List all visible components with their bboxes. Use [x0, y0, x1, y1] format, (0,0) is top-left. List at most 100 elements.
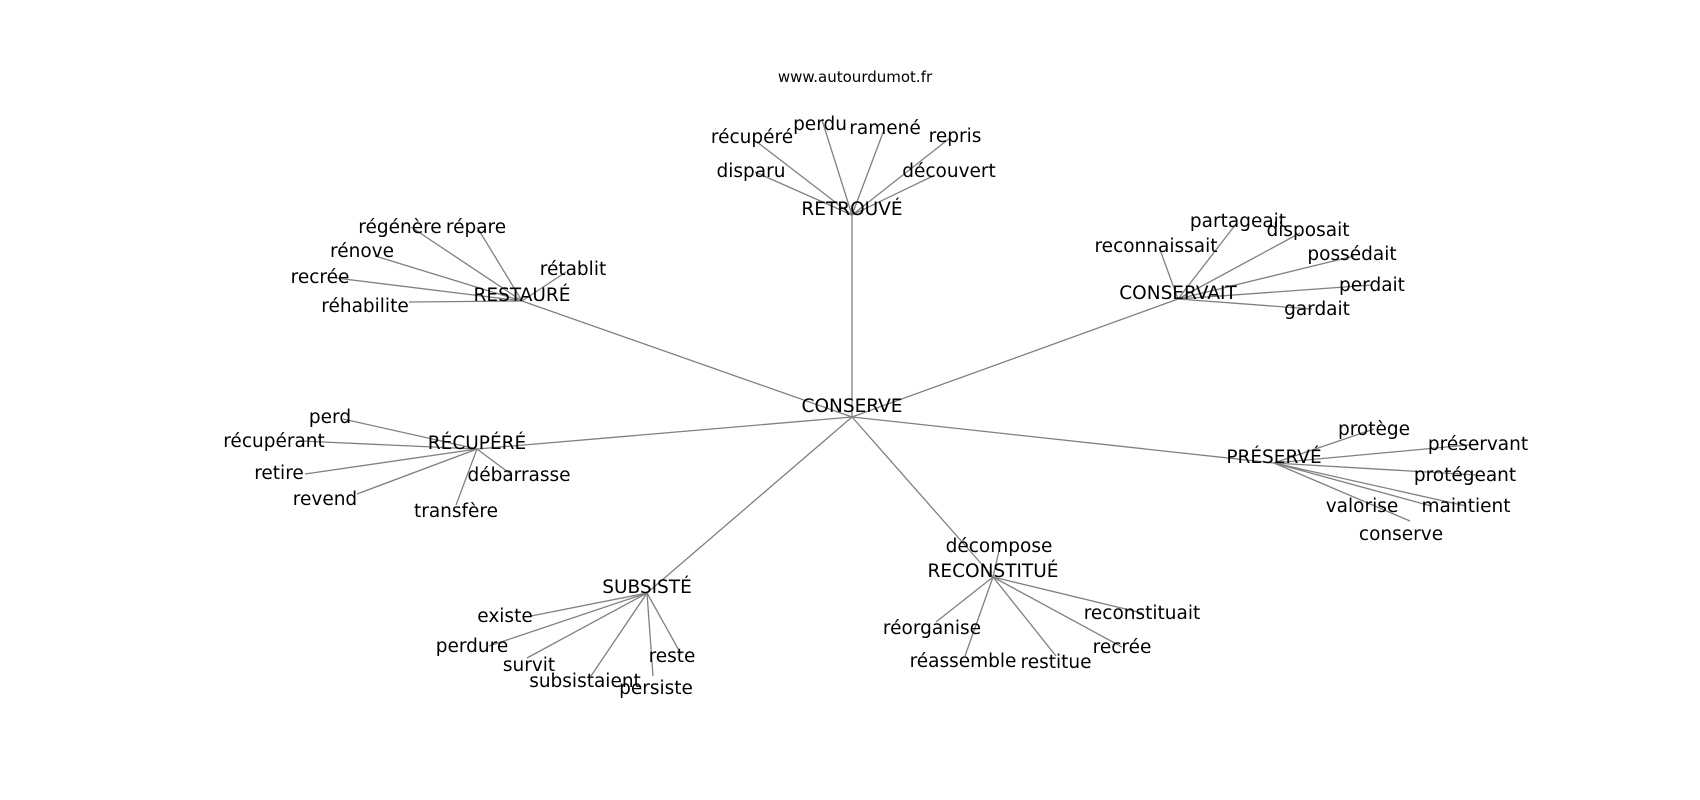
- edge-hub-to-word: [992, 576, 1143, 614]
- edge-hub-to-word: [408, 300, 523, 303]
- edge-hub-to-word: [851, 129, 885, 216]
- related-word[interactable]: existe: [477, 606, 532, 627]
- related-word[interactable]: maintient: [1422, 496, 1511, 517]
- related-word[interactable]: régénère: [358, 217, 441, 238]
- edge-hub-to-word: [1177, 298, 1313, 310]
- related-word[interactable]: perd: [309, 407, 351, 428]
- hub-word[interactable]: RÉCUPÉRÉ: [428, 432, 526, 454]
- edge-hub-to-word: [476, 226, 523, 302]
- related-word[interactable]: disparu: [717, 161, 786, 182]
- related-word[interactable]: rétablit: [540, 259, 606, 280]
- related-word[interactable]: repris: [929, 126, 982, 147]
- related-word[interactable]: perdu: [793, 114, 847, 135]
- related-word[interactable]: conserve: [1359, 524, 1443, 545]
- edge-hub-to-word: [590, 592, 648, 677]
- edge-hub-to-word: [756, 141, 853, 216]
- hub-word[interactable]: CONSERVAIT: [1119, 283, 1237, 304]
- edge-hub-to-word: [1177, 232, 1301, 300]
- related-word[interactable]: récupéré: [711, 127, 793, 148]
- related-word[interactable]: gardait: [1284, 299, 1350, 320]
- edge-hub-to-word: [992, 541, 1002, 578]
- edge-hub-to-word: [964, 576, 994, 657]
- related-word[interactable]: persiste: [619, 678, 693, 699]
- hub-word[interactable]: RECONSTITUÉ: [928, 560, 1059, 582]
- edge-hub-to-word: [1158, 246, 1179, 300]
- edge-hub-to-word: [1273, 428, 1375, 464]
- related-word[interactable]: rénove: [330, 241, 394, 262]
- related-word[interactable]: récupérant: [223, 431, 325, 452]
- edge-hub-to-word: [342, 418, 478, 450]
- related-word[interactable]: perdait: [1339, 275, 1405, 296]
- edge-hub-to-word: [1273, 462, 1478, 476]
- edge-hub-to-word: [1273, 462, 1432, 507]
- graph-edges: [300, 119, 1480, 677]
- edge-hub-to-word: [476, 448, 513, 476]
- related-word[interactable]: protège: [1338, 419, 1410, 440]
- edge-root-to-hub: [851, 416, 994, 578]
- related-word[interactable]: débarrasse: [467, 465, 570, 486]
- related-word[interactable]: perdure: [436, 636, 508, 657]
- related-word[interactable]: subsistaient: [529, 671, 641, 692]
- related-word[interactable]: recrée: [1093, 637, 1152, 658]
- hub-word[interactable]: RETROUVÉ: [801, 198, 902, 220]
- related-word[interactable]: décompose: [946, 536, 1053, 557]
- related-word[interactable]: valorise: [1326, 496, 1399, 517]
- related-word[interactable]: transfère: [414, 501, 498, 522]
- edge-hub-to-word: [530, 592, 648, 617]
- related-word[interactable]: réhabilite: [321, 296, 408, 317]
- edge-hub-to-word: [1177, 284, 1373, 300]
- related-word[interactable]: préservant: [1428, 434, 1528, 455]
- related-word[interactable]: retire: [254, 463, 304, 484]
- related-word[interactable]: répare: [446, 217, 506, 238]
- edge-root-to-hub: [851, 416, 1275, 464]
- hub-word[interactable]: RESTAURÉ: [474, 284, 571, 306]
- related-word[interactable]: partageait: [1190, 211, 1286, 232]
- edge-hub-to-word: [304, 448, 478, 475]
- edge-root-to-hub: [476, 416, 853, 450]
- edge-hub-to-word: [521, 271, 567, 302]
- hub-word[interactable]: SUBSISTÉ: [602, 576, 692, 598]
- edge-hub-to-word: [1273, 443, 1480, 464]
- edge-hub-to-word: [992, 576, 1123, 648]
- edge-hub-to-word: [754, 171, 853, 216]
- site-url: www.autourdumot.fr: [778, 68, 933, 86]
- edge-hub-to-word: [851, 174, 936, 216]
- edge-hub-to-word: [356, 448, 478, 495]
- edge-hub-to-word: [851, 137, 951, 216]
- edge-hub-to-word: [992, 576, 1057, 657]
- edge-hub-to-word: [335, 277, 523, 302]
- related-word[interactable]: revend: [293, 489, 357, 510]
- related-word[interactable]: possédait: [1307, 244, 1396, 265]
- related-word[interactable]: réassemble: [910, 651, 1017, 672]
- related-word[interactable]: découvert: [902, 161, 996, 182]
- hub-word[interactable]: PRÉSERVÉ: [1226, 446, 1321, 468]
- edge-hub-to-word: [646, 592, 654, 677]
- related-word[interactable]: recrée: [291, 267, 350, 288]
- edge-hub-to-word: [646, 592, 682, 655]
- edge-hub-to-word: [526, 592, 648, 659]
- related-word[interactable]: protégeant: [1414, 465, 1516, 486]
- edge-hub-to-word: [1273, 462, 1411, 522]
- root-word[interactable]: CONSERVE: [802, 396, 903, 417]
- related-word[interactable]: survit: [503, 655, 555, 676]
- related-word[interactable]: disposait: [1267, 220, 1350, 241]
- edge-root-to-hub: [851, 298, 1179, 418]
- related-word[interactable]: réorganise: [883, 618, 981, 639]
- edge-hub-to-word: [1177, 255, 1355, 300]
- edge-root-to-hub: [646, 416, 853, 594]
- edge-hub-to-word: [455, 448, 478, 506]
- edge-root-to-hub: [521, 300, 853, 418]
- edge-hub-to-word: [410, 226, 523, 302]
- edge-hub-to-word: [821, 119, 853, 216]
- related-word[interactable]: ramené: [849, 118, 920, 139]
- related-word[interactable]: restitue: [1021, 652, 1092, 673]
- edge-hub-to-word: [300, 440, 478, 450]
- related-word[interactable]: reste: [649, 646, 696, 667]
- related-word[interactable]: reconnaissait: [1094, 236, 1217, 257]
- edge-hub-to-word: [374, 255, 523, 302]
- edge-hub-to-word: [935, 576, 994, 623]
- related-word[interactable]: reconstituait: [1084, 603, 1201, 624]
- edge-hub-to-word: [1177, 223, 1237, 300]
